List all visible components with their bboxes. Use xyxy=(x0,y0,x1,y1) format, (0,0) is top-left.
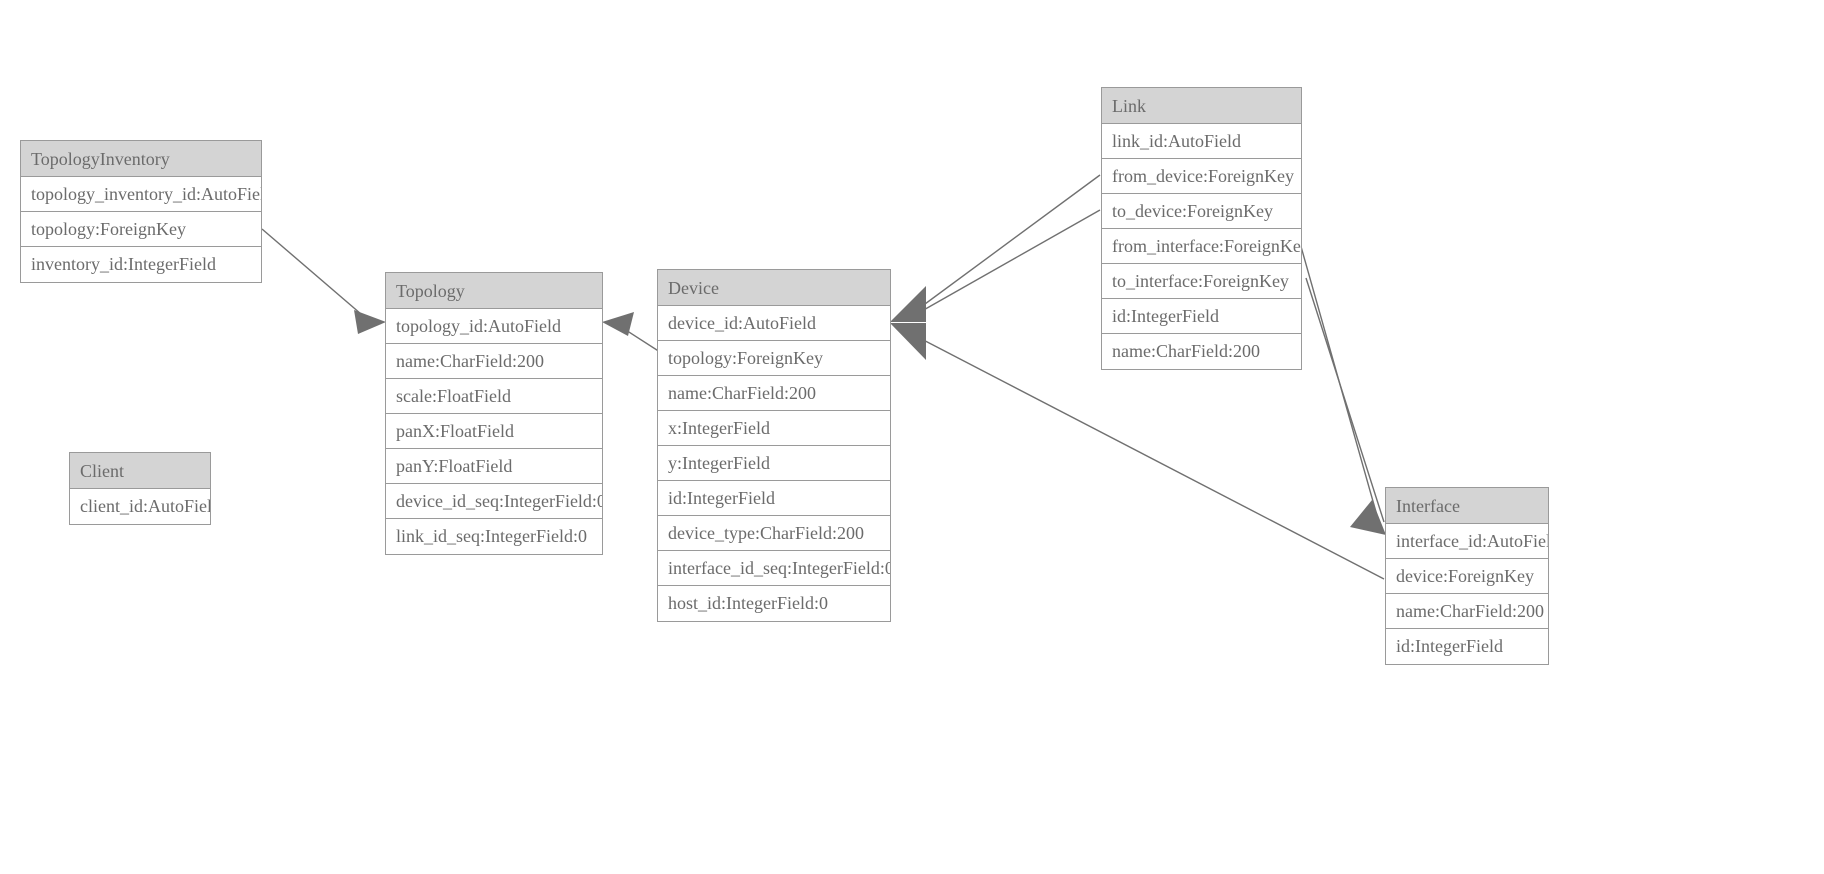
edge-link-from-interface xyxy=(1299,242,1379,520)
entity-client[interactable]: Client client_id:AutoField xyxy=(69,452,211,525)
entity-field: id:IntegerField xyxy=(1102,299,1301,334)
arrowhead-device-upper xyxy=(890,286,926,322)
entity-field: name:CharField:200 xyxy=(1102,334,1301,369)
entity-field: topology:ForeignKey xyxy=(21,212,261,247)
edge-link-to-interface xyxy=(1305,277,1385,523)
entity-field: topology_inventory_id:AutoField xyxy=(21,177,261,212)
entity-field: device_id:AutoField xyxy=(658,306,890,341)
entity-field: panY:FloatField xyxy=(386,449,602,484)
entity-field: inventory_id:IntegerField xyxy=(21,247,261,282)
entity-field: device_type:CharField:200 xyxy=(658,516,890,551)
entity-field: name:CharField:200 xyxy=(386,344,602,379)
entity-topology[interactable]: Topology topology_id:AutoField name:Char… xyxy=(385,272,603,555)
arrowhead-interface xyxy=(1350,500,1386,535)
entity-field: y:IntegerField xyxy=(658,446,890,481)
entity-field: host_id:IntegerField:0 xyxy=(658,586,890,621)
entity-title: Device xyxy=(658,270,890,306)
entity-title: TopologyInventory xyxy=(21,141,261,177)
entity-field: x:IntegerField xyxy=(658,411,890,446)
entity-field: interface_id:AutoField xyxy=(1386,524,1548,559)
entity-topology-inventory[interactable]: TopologyInventory topology_inventory_id:… xyxy=(20,140,262,283)
entity-field: link_id_seq:IntegerField:0 xyxy=(386,519,602,554)
entity-field: from_interface:ForeignKey xyxy=(1102,229,1301,264)
entity-field: interface_id_seq:IntegerField:0 xyxy=(658,551,890,586)
entity-field: panX:FloatField xyxy=(386,414,602,449)
edge-device-topology xyxy=(602,312,661,353)
arrowhead-device-lower xyxy=(890,323,926,360)
entity-device[interactable]: Device device_id:AutoField topology:Fore… xyxy=(657,269,891,622)
entity-field: to_device:ForeignKey xyxy=(1102,194,1301,229)
entity-interface[interactable]: Interface interface_id:AutoField device:… xyxy=(1385,487,1549,665)
entity-title: Client xyxy=(70,453,210,489)
entity-title: Topology xyxy=(386,273,602,309)
entity-link[interactable]: Link link_id:AutoField from_device:Forei… xyxy=(1101,87,1302,370)
entity-field: from_device:ForeignKey xyxy=(1102,159,1301,194)
entity-field: id:IntegerField xyxy=(658,481,890,516)
entity-field: topology:ForeignKey xyxy=(658,341,890,376)
entity-field: to_interface:ForeignKey xyxy=(1102,264,1301,299)
entity-field: scale:FloatField xyxy=(386,379,602,414)
entity-field: id:IntegerField xyxy=(1386,629,1548,664)
entity-field: topology_id:AutoField xyxy=(386,309,602,344)
entity-field: device_id_seq:IntegerField:0 xyxy=(386,484,602,519)
entity-title: Interface xyxy=(1386,488,1548,524)
entity-title: Link xyxy=(1102,88,1301,124)
entity-field: link_id:AutoField xyxy=(1102,124,1301,159)
entity-field: name:CharField:200 xyxy=(1386,594,1548,629)
entity-field: client_id:AutoField xyxy=(70,489,210,524)
edge-topologyinventory-topology xyxy=(261,228,386,334)
edge-link-to-device xyxy=(905,209,1101,321)
entity-field: device:ForeignKey xyxy=(1386,559,1548,594)
edge-link-from-device xyxy=(905,174,1101,319)
entity-field: name:CharField:200 xyxy=(658,376,890,411)
